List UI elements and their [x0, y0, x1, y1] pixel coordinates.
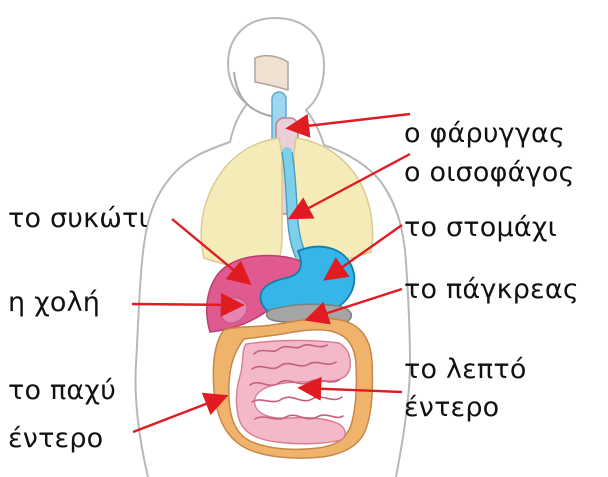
large-intestine-label: το παχύ έντερο: [8, 374, 116, 456]
large-intestine-label-line-1: το παχύ: [8, 374, 116, 408]
small-intestine-label-line-1: το λεπτό: [404, 353, 527, 387]
large-intestine-arrow: [133, 397, 224, 432]
stomach-label: το στομάχι: [404, 211, 557, 245]
gallbladder-arrow: [132, 304, 240, 305]
small-intestine-label-line-2: έντερο: [404, 391, 527, 425]
small-intestine-shape: [236, 340, 350, 443]
nasal-cavity: [255, 56, 288, 90]
large-intestine-label-line-2: έντερο: [8, 422, 116, 456]
pancreas-label: το πάγκρεας: [404, 273, 579, 307]
esophagus-label: ο οισοφάγος: [404, 156, 575, 190]
small-intestine-label: το λεπτό έντερο: [404, 353, 527, 425]
left-lung-shape: [201, 138, 282, 270]
liver-label: το συκώτι: [8, 202, 148, 236]
small-intestine-arrow: [302, 388, 402, 392]
pharynx-label: ο φάρυγγας: [404, 117, 565, 151]
pharynx-arrow: [290, 114, 410, 128]
gallbladder-label: η χολή: [8, 286, 100, 320]
